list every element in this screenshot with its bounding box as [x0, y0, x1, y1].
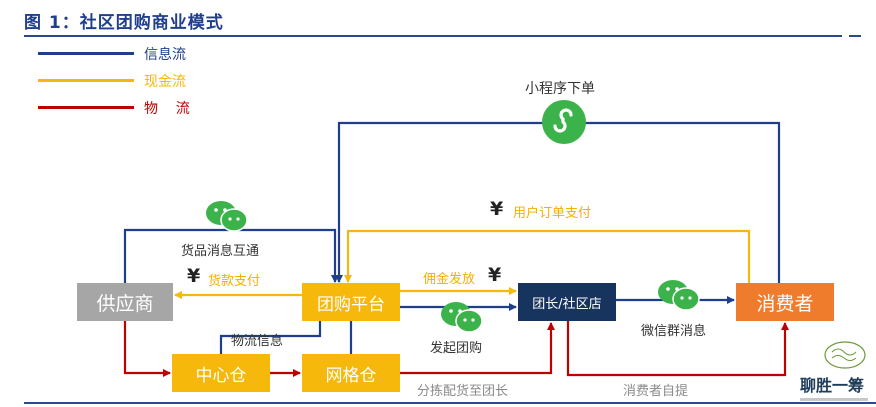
label-mini-program-order: 小程序下单	[525, 81, 595, 97]
label-wechat-group-message: 微信群消息	[641, 324, 707, 339]
logistics-line-supplier-to-central	[123, 321, 171, 377]
yen-symbol-commission: ¥	[488, 264, 502, 286]
wechat-icon	[658, 280, 700, 311]
title-underline	[24, 35, 842, 37]
watermark-emblem-icon	[824, 341, 866, 369]
label-commission: 佣金发放	[423, 272, 476, 287]
legend-label-cash: 现金流	[144, 74, 186, 90]
legend-label-logistics: 物 流	[144, 101, 190, 117]
yen-symbol-user-payment: ¥	[490, 198, 504, 220]
label-goods-payment: 货款支付	[208, 274, 261, 289]
label-logistics-info: 物流信息	[231, 334, 284, 349]
label-initiate-group-buy: 发起团购	[430, 341, 483, 356]
legend-label-info: 信息流	[144, 47, 186, 63]
node-central-warehouse: 中心仓	[172, 354, 270, 392]
node-grid-warehouse: 网格仓	[302, 354, 400, 392]
wechat-icon	[441, 302, 483, 333]
label-user-order-payment: 用户订单支付	[513, 206, 592, 221]
label-self-pickup: 消费者自提	[623, 384, 689, 399]
node-consumer: 消费者	[736, 283, 834, 321]
node-supplier: 供应商	[77, 283, 173, 321]
bottom-rule	[24, 402, 876, 404]
wechat-icon	[206, 201, 248, 232]
legend-line-cash	[38, 79, 134, 82]
yen-symbol-goods-payment: ¥	[187, 265, 201, 287]
watermark-text: 聊胜一筹	[800, 376, 865, 395]
watermark-logo: 聊胜一筹	[800, 340, 870, 401]
label-sort-distribute: 分拣配货至团长	[417, 384, 509, 399]
watermark-caption-bar	[800, 398, 868, 401]
legend-line-info	[38, 52, 134, 55]
info-line-logistics-info	[219, 321, 322, 354]
label-goods-info-exchange: 货品消息互通	[181, 244, 260, 259]
logistics-line-self-pickup	[566, 321, 789, 377]
node-group-buy-platform: 团购平台	[302, 283, 400, 321]
node-group-leader: 团长/社区店	[518, 283, 616, 321]
logistics-line-grid-to-leader	[400, 322, 555, 375]
figure-title: 图 1：社区团购商业模式	[24, 13, 224, 33]
legend-line-logistics	[38, 106, 134, 109]
cash-line-user-payment	[344, 229, 751, 283]
mini-program-icon	[542, 100, 586, 144]
title-underline-tick	[849, 35, 861, 37]
